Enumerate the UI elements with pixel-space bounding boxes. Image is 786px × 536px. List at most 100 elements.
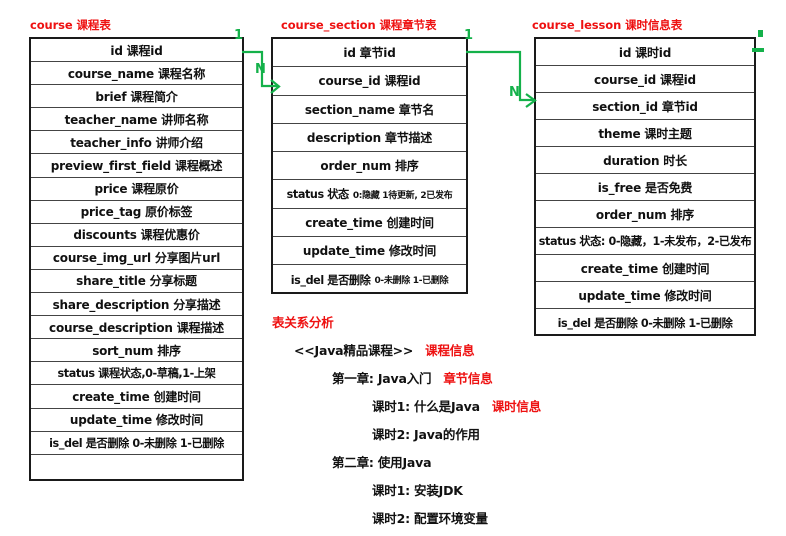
er-field-label: order_num 排序 <box>320 159 419 174</box>
er-row-course_lesson-9: update_time 修改时间 <box>536 282 754 309</box>
er-row-course-16: update_time 修改时间 <box>31 409 242 432</box>
analysis-line-6: 课时2: 配置环境变量 <box>272 508 692 527</box>
analysis-line-tag: 课程信息 <box>425 343 475 358</box>
er-row-course_lesson-3: theme 课时主题 <box>536 120 754 147</box>
cardinality-many-lesson: N <box>509 85 520 100</box>
er-field-label: is_del 是否删除 0-未删除 1-已删除 <box>49 436 224 450</box>
er-table-course-lesson: id 课时id course_id 课程id section_id 章节id them… <box>534 37 756 336</box>
er-field-label: update_time 修改时间 <box>69 413 204 428</box>
er-row-course_lesson-10: is_del 是否删除 0-未删除 1-已删除 <box>536 309 754 336</box>
analysis-line-5: 课时1: 安装JDK <box>272 480 692 499</box>
analysis-line-0: <<Java精品课程>> 课程信息 <box>272 340 692 359</box>
er-field-label: is_del 是否删除 <box>290 273 371 287</box>
er-row-course-1: course_name 课程名称 <box>31 62 242 86</box>
er-row-course_lesson-1: course_id 课程id <box>536 66 754 93</box>
er-row-course-12: course_description 课程描述 <box>31 316 242 340</box>
er-field-label: status 状态: 0-隐藏，1-未发布，2-已发布 <box>538 235 752 248</box>
analysis-line-4: 第二章: 使用Java <box>272 452 692 471</box>
er-field-label: section_name 章节名 <box>304 102 435 117</box>
er-field-label: teacher_info 讲师介绍 <box>70 135 203 150</box>
er-row-course-10: share_title 分享标题 <box>31 270 242 294</box>
analysis-line-text: 课时1: 安装JDK <box>372 483 463 498</box>
table-title-course-lesson: course_lesson 课时信息表 <box>532 18 683 32</box>
er-table-course-section: id 章节id course_id 课程id section_name 章节名 des… <box>271 37 468 294</box>
er-row-course_lesson-0: id 课时id <box>536 39 754 66</box>
er-row-course-14: status 课程状态,0-草稿,1-上架 <box>31 362 242 386</box>
er-field-label: order_num 排序 <box>595 207 695 222</box>
er-row-course_section-7: update_time 修改时间 <box>273 237 466 266</box>
er-row-course-17: is_del 是否删除 0-未删除 1-已删除 <box>31 432 242 455</box>
er-row-course-11: share_description 分享描述 <box>31 293 242 317</box>
er-field-label: price_tag 原价标签 <box>80 205 193 220</box>
er-field-label: description 章节描述 <box>306 131 433 146</box>
er-field-label: preview_first_field 课程概述 <box>50 159 223 174</box>
er-field-label: is_free 是否免费 <box>597 180 693 195</box>
er-row-course-13: sort_num 排序 <box>31 339 242 363</box>
er-row-course-15: create_time 创建时间 <box>31 385 242 409</box>
er-field-label: price 课程原价 <box>94 182 179 197</box>
cardinality-many-section: N <box>255 62 266 77</box>
er-field-label: id 课时id <box>618 45 672 60</box>
er-field-label: is_del 是否删除 0-未删除 1-已删除 <box>557 316 733 330</box>
er-row-course-8: discounts 课程优惠价 <box>31 224 242 247</box>
er-field-label: course_description 课程描述 <box>49 320 224 335</box>
er-row-course_section-6: create_time 创建时间 <box>273 209 466 238</box>
analysis-line-text: 第二章: 使用Java <box>332 455 432 470</box>
er-field-label: create_time 创建时间 <box>580 261 710 276</box>
analysis-line-text: 第一章: Java入门 <box>332 371 432 386</box>
er-row-course-4: teacher_info 讲师介绍 <box>31 131 242 155</box>
er-row-course_lesson-8: create_time 创建时间 <box>536 255 754 282</box>
er-table-course: id 课程id course_name 课程名称 brief 课程简介 teacher… <box>29 37 244 481</box>
er-field-label: course_id 课程id <box>594 72 696 87</box>
er-row-course-6: price 课程原价 <box>31 178 242 201</box>
er-field-label: share_description 分享描述 <box>52 297 221 312</box>
er-field-label: brief 课程简介 <box>95 89 178 104</box>
analysis-line-list: <<Java精品课程>> 课程信息第一章: Java入门章节信息课时1: 什么是J… <box>272 340 692 527</box>
er-row-course-2: brief 课程简介 <box>31 85 242 109</box>
analysis-line-text: <<Java精品课程>> <box>294 343 414 358</box>
er-field-label: sort_num 排序 <box>92 343 181 358</box>
er-row-course_section-2: section_name 章节名 <box>273 96 466 124</box>
er-field-label: create_time 创建时间 <box>305 215 434 230</box>
er-row-course_lesson-6: order_num 排序 <box>536 201 754 228</box>
er-field-label: duration 时长 <box>603 153 687 168</box>
er-field-label: create_time 创建时间 <box>72 389 201 404</box>
analysis-line-tag: 章节信息 <box>443 371 493 386</box>
er-row-course-5: preview_first_field 课程概述 <box>31 154 242 178</box>
er-field-note: 0-未删除 1-已删除 <box>374 276 449 287</box>
er-field-label: update_time 修改时间 <box>578 288 712 303</box>
er-row-course-18 <box>31 455 242 478</box>
cardinality-one-section: 1 <box>464 28 474 43</box>
er-row-course_section-1: course_id 课程id <box>273 67 466 96</box>
er-row-course_section-0: id 章节id <box>273 39 466 68</box>
er-row-course-7: price_tag 原价标签 <box>31 201 242 224</box>
er-field-note: 0:隐藏 1待更新, 2已发布 <box>352 190 453 201</box>
er-field-label: course_name 课程名称 <box>67 66 206 81</box>
er-row-course-3: teacher_name 讲师名称 <box>31 108 242 132</box>
table-title-course-section: course_section 课程章节表 <box>281 18 437 32</box>
relation-connector-section-to-lesson <box>466 50 537 108</box>
er-field-label: id 章节id <box>343 46 396 61</box>
er-row-course_lesson-2: section_id 章节id <box>536 93 754 120</box>
er-field-label: theme 课时主题 <box>598 126 692 141</box>
analysis-line-2: 课时1: 什么是Java 课时信息 <box>272 396 692 415</box>
er-row-course-9: course_img_url 分享图片url <box>31 247 242 270</box>
er-field-label: status 状态 <box>286 188 350 202</box>
analysis-line-text: 课时1: 什么是Java <box>372 399 480 414</box>
er-field-label: discounts 课程优惠价 <box>73 228 200 243</box>
analysis-heading: 表关系分析 <box>272 315 334 330</box>
er-field-label: section_id 章节id <box>592 99 698 114</box>
table-title-course: course 课程表 <box>30 18 111 32</box>
er-row-course-0: id 课程id <box>31 39 242 63</box>
er-field-label: course_id 课程id <box>318 74 421 89</box>
analysis-line-text: 课时2: Java的作用 <box>372 427 480 442</box>
er-field-label: course_img_url 分享图片url <box>52 251 221 266</box>
analysis-line-tag: 课时信息 <box>491 399 542 414</box>
er-row-course_lesson-7: status 状态: 0-隐藏，1-未发布，2-已发布 <box>536 228 754 255</box>
relationship-analysis-section: 表关系分析 <<Java精品课程>> 课程信息第一章: Java入门章节信息课时1… <box>272 312 692 536</box>
analysis-line-3: 课时2: Java的作用 <box>272 424 692 443</box>
er-field-label: status 课程状态,0-草稿,1-上架 <box>57 367 216 381</box>
er-field-label: id 课程id <box>110 43 163 58</box>
